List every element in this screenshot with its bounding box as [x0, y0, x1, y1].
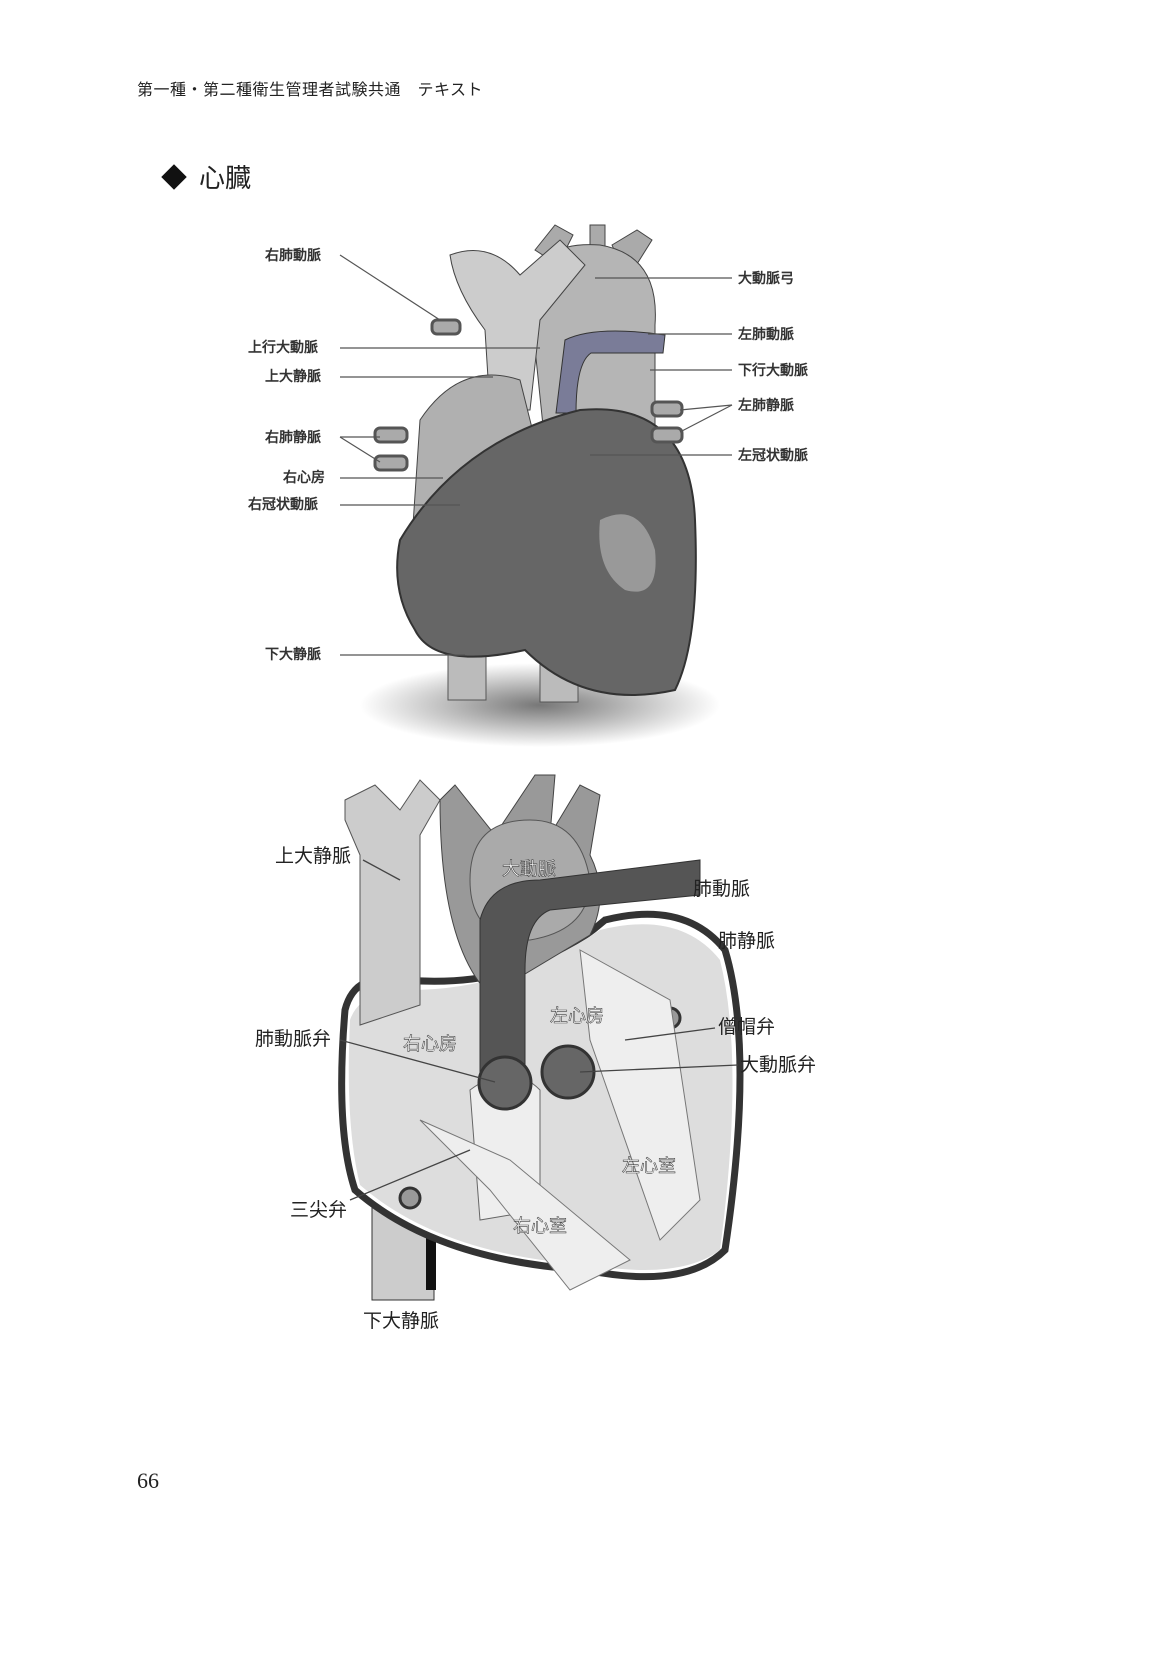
label-mitral-valve: 僧帽弁 — [718, 1016, 775, 1038]
running-header: 第一種・第二種衛生管理者試験共通 テキスト — [137, 80, 484, 99]
label-tricuspid-valve: 三尖弁 — [290, 1199, 347, 1221]
label-pulmonary-artery: 肺動脈 — [693, 878, 750, 900]
label-left-pulmonary-artery: 左肺動脈 — [737, 326, 794, 343]
section-title: 心臓 — [161, 158, 252, 195]
label-aortic-arch: 大動脈弓 — [738, 270, 794, 287]
label-descending-aorta: 下行大動脈 — [738, 362, 808, 379]
label-inferior-vena-cava: 下大静脈 — [363, 1310, 439, 1332]
label-ascending-aorta: 上行大動脈 — [248, 339, 318, 356]
label-right-atrium: 右心房 — [282, 469, 325, 486]
page-number: 66 — [137, 1468, 159, 1493]
label-pulmonary-valve: 肺動脈弁 — [255, 1028, 331, 1050]
label-right-pulmonary-veins: 右肺静脈 — [264, 429, 321, 446]
label-superior-vena-cava: 上大静脈 — [265, 368, 321, 385]
label-aortic-valve: 大動脈弁 — [740, 1054, 816, 1076]
label-left-pulmonary-veins: 左肺静脈 — [737, 397, 794, 414]
label-right-atrium: 右心房 — [403, 1034, 457, 1055]
label-left-coronary-artery: 左冠状動脈 — [737, 447, 808, 464]
label-aorta: 大動脈 — [502, 859, 556, 880]
label-right-pulmonary-artery: 右肺動脈 — [264, 247, 321, 264]
internal-heart-figure: 上大静脈 大動脈 肺動脈 肺静脈 僧帽弁 大動脈弁 肺動脈弁 三尖弁 下大静脈 … — [255, 774, 816, 1332]
label-pulmonary-vein: 肺静脈 — [718, 930, 775, 952]
label-right-ventricle: 右心室 — [513, 1216, 567, 1237]
label-right-coronary-artery: 右冠状動脈 — [247, 496, 318, 513]
label-left-atrium: 左心房 — [550, 1006, 604, 1027]
label-superior-vena-cava: 上大静脈 — [275, 845, 351, 867]
label-inferior-vena-cava: 下大静脈 — [265, 646, 321, 663]
label-left-ventricle: 左心室 — [622, 1156, 676, 1177]
section-title-text: 心臓 — [199, 164, 252, 194]
external-heart-figure: 右肺動脈 上行大動脈 上大静脈 右肺静脈 右心房 右冠状動脈 下大静脈 大動脈弓… — [247, 224, 808, 747]
